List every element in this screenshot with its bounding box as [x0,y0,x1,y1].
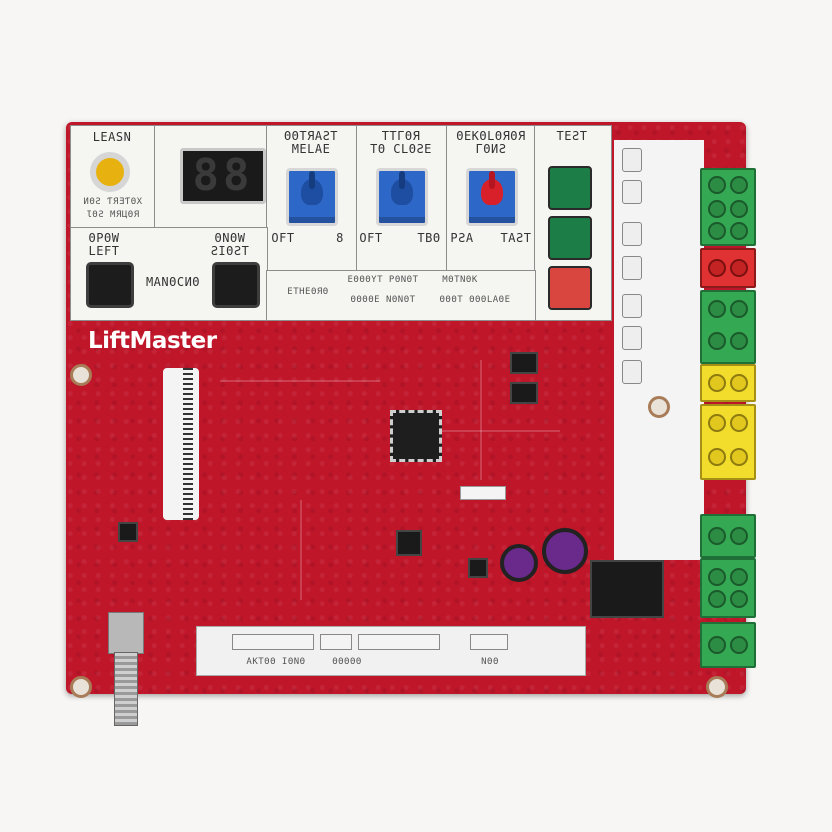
terminal-block-green[interactable] [700,622,756,668]
pot-3-max: ΤΑƧΤ [500,231,532,245]
header-connector[interactable] [320,634,352,650]
terminal-block-green[interactable] [700,168,756,246]
header-connector[interactable] [358,634,440,650]
test-open-button[interactable] [548,166,592,210]
pot-3-title: ΘΕΚΘLΘЯΘЯ ΓΘИƧ [456,129,526,156]
bottom-label-cell [266,270,536,321]
fuse [622,222,642,246]
pcb-trace [480,360,482,480]
terminal-block-green[interactable] [700,514,756,558]
ic-chip [396,530,422,556]
fuse [622,360,642,384]
test-stop-button[interactable] [548,216,592,260]
pot-2-min: OFT [359,231,383,245]
ic-chip [118,522,138,542]
pot-2-title: ТΤΓΘЯ ΤΘ CLΘƧΕ [370,129,432,156]
fuse [622,180,642,204]
antenna-coax-connector[interactable] [108,612,144,726]
pcb-trace [220,380,380,382]
pot-1-title: ΘΘΤЯΑƧΤ МΕLΑΕ [283,129,339,156]
mounting-hole [648,396,670,418]
fuse [622,326,642,350]
left-push-button[interactable] [86,262,134,308]
seven-segment-display: 88 [180,148,266,204]
pot-1-min: OFT [271,231,295,245]
pot-3-min: ΡƧΑ [450,231,474,245]
connector-label-2: ΘΘΘΘΘ [332,657,362,667]
relay [590,560,664,618]
manual-label: МΑΝΘСИΘ [145,275,201,289]
right-label: ΘΝΘW ƧΙΘƧΤ [210,231,250,258]
capacitor [500,544,538,582]
transistor [510,382,538,404]
connector-label-3: ΝΘΘ [481,657,499,667]
test-label: ΤΕƧΤ [556,129,588,143]
learn-button[interactable] [90,152,130,192]
terminal-block-green[interactable] [700,290,756,364]
ic-chip [468,558,488,578]
left-label: ΘΡΘW LEFT [88,231,120,258]
header-connector[interactable] [470,634,508,650]
fuse [622,148,642,172]
fuse [622,256,642,280]
bottom-text-2: ΕΘΘΘΥΤ ΡΘΝΘΤ [347,275,419,285]
bottom-text-1: ΕΤΗΕΘЯΘ [287,287,329,297]
timer-to-close-dial[interactable] [376,168,428,226]
mounting-hole [70,676,92,698]
pcb-trace [440,430,560,432]
barcode-label [163,368,199,520]
bottom-text-3: ΜΘΤΝΘΚ [442,275,478,285]
header-connector[interactable] [232,634,314,650]
pot-1-max: 8 [336,231,344,245]
right-push-button[interactable] [212,262,260,308]
connector-label-1: ΑΚΤΘΘ ΙΘΝΘ [246,657,306,667]
test-close-button[interactable] [548,266,592,310]
terminal-block-green[interactable] [700,558,756,618]
terminal-label-strip [614,140,704,560]
pcb-trace [300,500,302,600]
pot-2-max: ТΒΘ [417,231,441,245]
terminal-block-red[interactable] [700,248,756,288]
transistor [510,352,538,374]
capacitor [542,528,588,574]
bottom-text-5: ΘΘΘΤ ΘΘΘLΑΘΕ [439,295,511,305]
liftmaster-logo: LiftMaster [88,328,217,354]
mounting-hole [706,676,728,698]
microcontroller-chip [390,410,442,462]
fuse [622,294,642,318]
terminal-block-yellow[interactable] [700,364,756,402]
bottom-text-4: ΘΘΘΘΕ ΝΘΝΘΤ [350,295,416,305]
acceleration-dial[interactable] [466,168,518,226]
terminal-block-yellow[interactable] [700,404,756,480]
learn-sub-label: ИΘƧ ƬЯƎƬΘХ ƖΘƧ МЯЦΘЯ [83,197,143,220]
mounting-hole [70,364,92,386]
close-force-dial[interactable] [286,168,338,226]
resistor-pack [460,486,506,500]
learn-label: LEASN [92,130,132,144]
